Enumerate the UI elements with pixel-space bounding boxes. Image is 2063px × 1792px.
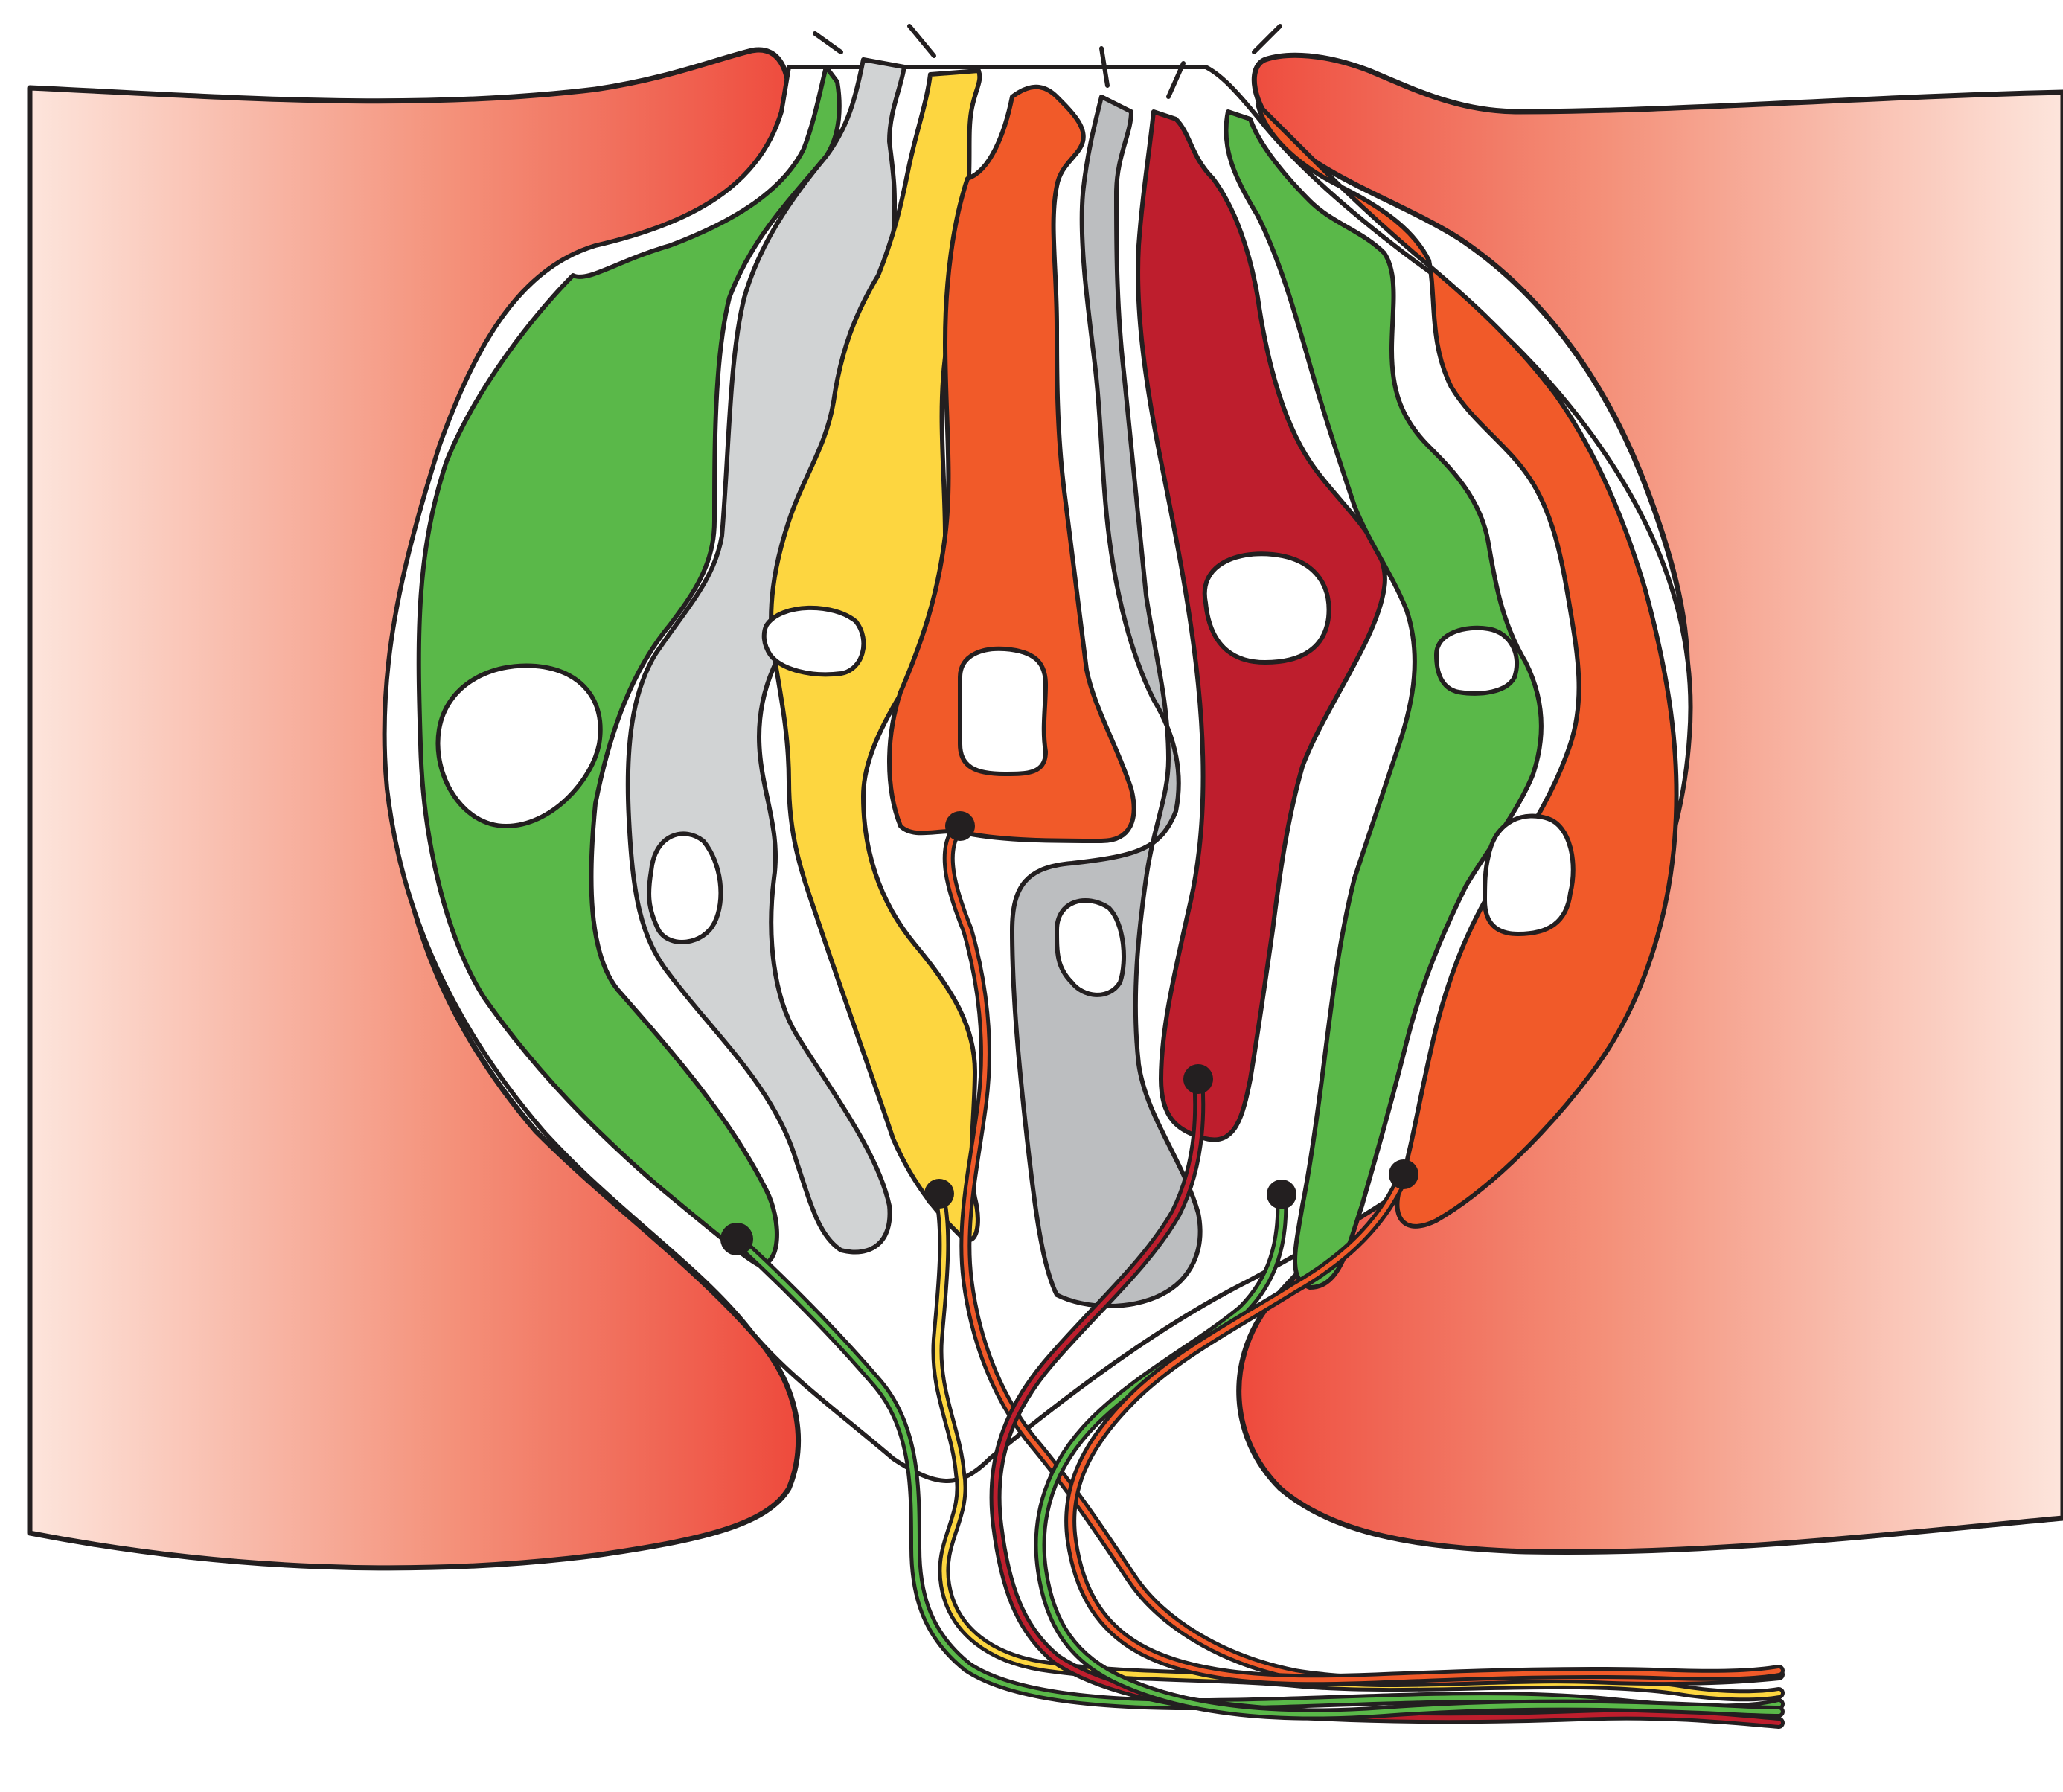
synapse-orange-center	[945, 811, 975, 841]
nucleus-red	[1205, 554, 1329, 662]
microvillus-2	[909, 26, 934, 56]
microvillus-1	[815, 33, 841, 52]
nucleus-orange-right	[1485, 816, 1573, 934]
nucleus-gray-left	[649, 833, 720, 942]
microvillus-5	[1254, 26, 1280, 52]
synapse-orange-right	[1389, 1159, 1418, 1189]
nucleus-orange-center	[960, 649, 1046, 774]
nucleus-green-right	[1436, 628, 1517, 694]
synapse-yellow	[924, 1179, 954, 1209]
synapse-green-right	[1267, 1180, 1296, 1209]
nucleus-yellow	[764, 608, 864, 674]
synapse-green-left	[720, 1223, 753, 1255]
synapse-red	[1183, 1064, 1213, 1094]
